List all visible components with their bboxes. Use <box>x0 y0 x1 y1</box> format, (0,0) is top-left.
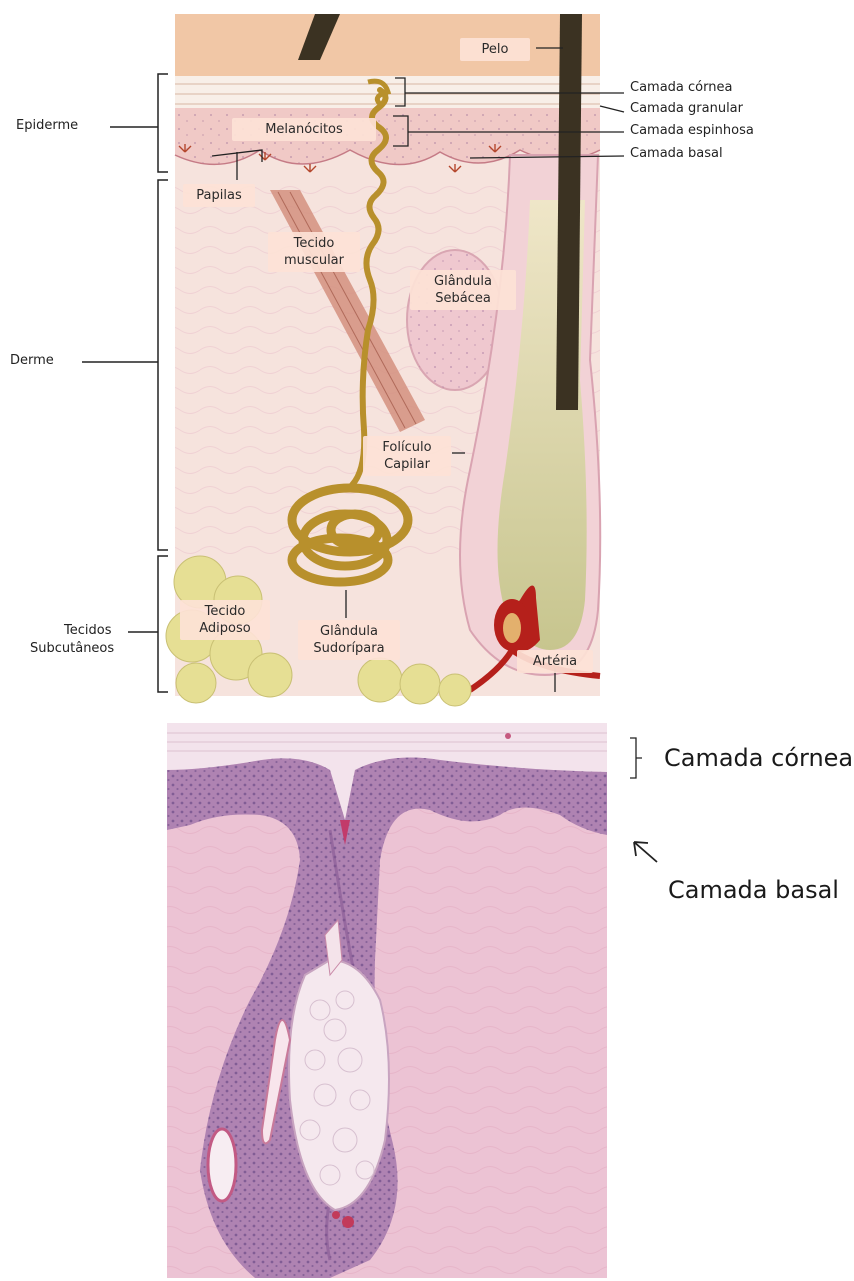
label-melanocitos: Melanócitos <box>232 118 376 141</box>
histology-label-basal: Camada basal <box>668 876 839 904</box>
label-foliculo-line1: Folículo <box>369 439 445 456</box>
left-brackets <box>82 74 168 692</box>
label-sudoripara-line2: Sudorípara <box>304 640 394 657</box>
label-arteria: Artéria <box>517 650 593 673</box>
histology-label-cornea: Camada córnea <box>664 744 853 772</box>
label-tecidos: Tecidos <box>64 623 111 638</box>
label-adiposo-line2: Adiposo <box>186 620 264 637</box>
label-tecido-muscular: Tecido muscular <box>268 232 360 272</box>
label-tecido-adiposo: Tecido Adiposo <box>180 600 270 640</box>
label-papilas: Papilas <box>183 184 255 207</box>
label-tecido-muscular-line1: Tecido <box>274 235 354 252</box>
label-camada-cornea: Camada córnea <box>630 80 732 95</box>
label-foliculo-line2: Capilar <box>369 456 445 473</box>
follicle-cross-section <box>208 1129 236 1201</box>
label-camada-granular: Camada granular <box>630 101 743 116</box>
label-glandula-sebacea-line1: Glândula <box>416 273 510 290</box>
label-subcutaneos: Subcutâneos <box>30 641 114 656</box>
label-derme: Derme <box>10 353 54 368</box>
basal-arrow <box>634 842 657 862</box>
label-epiderme: Epiderme <box>16 118 78 133</box>
label-glandula-sebacea: Glândula Sebácea <box>410 270 516 310</box>
label-glandula-sebacea-line2: Sebácea <box>416 290 510 307</box>
histology-image <box>167 723 607 1278</box>
cornea-bracket <box>630 738 642 778</box>
label-adiposo-line1: Tecido <box>186 603 264 620</box>
label-camada-espinhosa: Camada espinhosa <box>630 123 754 138</box>
label-foliculo-capilar: Folículo Capilar <box>363 436 451 476</box>
label-pelo: Pelo <box>460 38 530 61</box>
label-glandula-sudoripara: Glândula Sudorípara <box>298 620 400 660</box>
surface-band <box>175 14 600 76</box>
label-camada-basal: Camada basal <box>630 146 723 161</box>
label-tecido-muscular-line2: muscular <box>274 252 354 269</box>
hair-shaft <box>556 14 582 410</box>
label-sudoripara-line1: Glândula <box>304 623 394 640</box>
